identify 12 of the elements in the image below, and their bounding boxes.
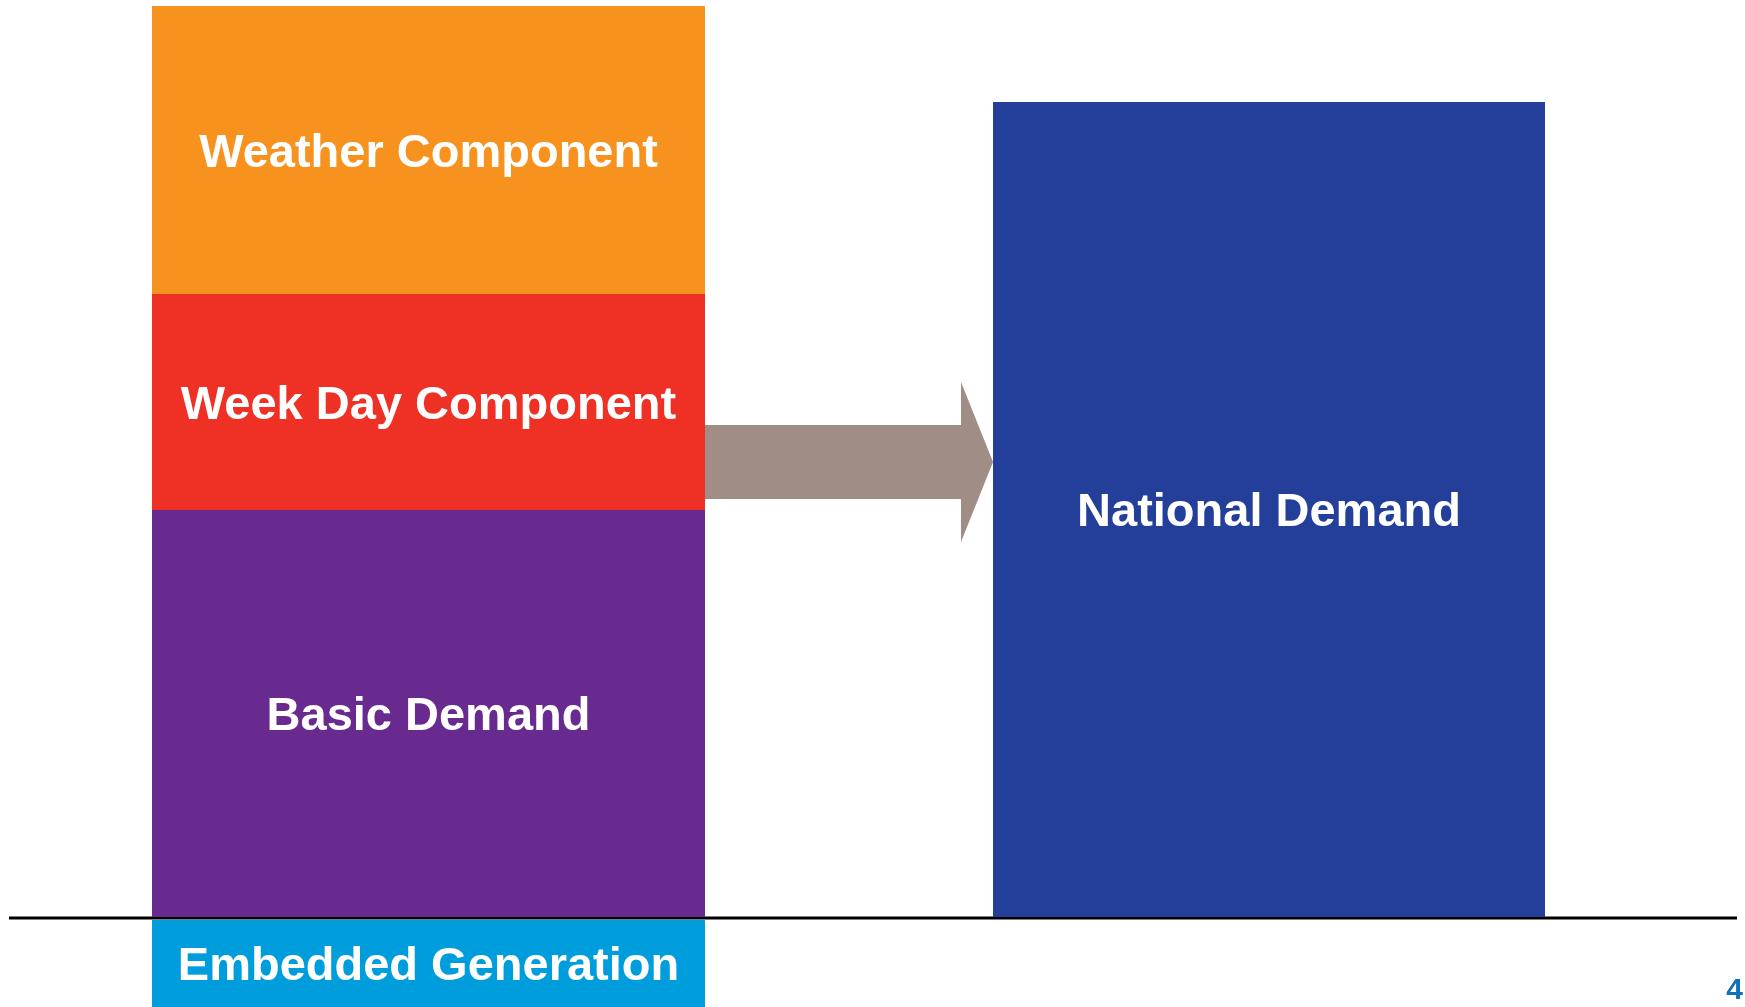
block-arrow xyxy=(705,382,993,542)
embedded-generation-block xyxy=(152,920,705,1007)
basic-demand-block xyxy=(152,510,705,917)
week-day-component-block xyxy=(152,294,705,510)
block-label: Weather Component xyxy=(199,122,658,178)
national-demand-block xyxy=(993,102,1545,917)
page-number: 4 xyxy=(1726,972,1743,1006)
weather-component-block xyxy=(152,6,705,294)
block-label: Week Day Component xyxy=(180,374,677,430)
block-label: Embedded Generation xyxy=(177,936,680,991)
block-label: National Demand xyxy=(1077,482,1461,537)
block-label: Basic Demand xyxy=(266,686,591,741)
